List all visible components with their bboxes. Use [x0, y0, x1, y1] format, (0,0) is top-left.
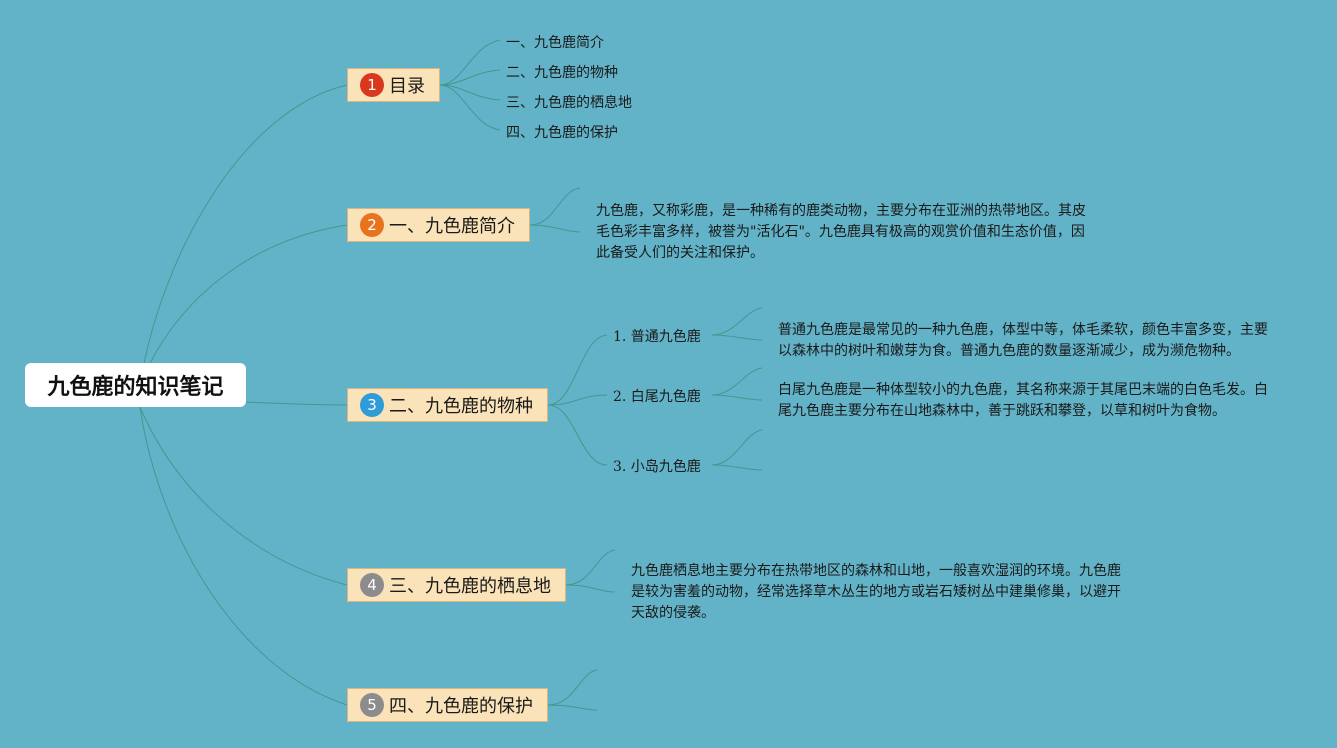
- branch-label: 二、九色鹿的物种: [389, 396, 533, 417]
- branch-habitat[interactable]: 4 三、九色鹿的栖息地: [347, 568, 566, 602]
- species-item[interactable]: 2. 白尾九色鹿: [613, 389, 701, 405]
- connector-protection-b: [547, 704, 598, 711]
- connector-species-3-desc-a: [711, 429, 763, 466]
- branch-protection[interactable]: 5 四、九色鹿的保护: [347, 688, 548, 722]
- connector-root-to-habitat: [139, 406, 348, 586]
- connector-toc-1: [439, 39, 501, 86]
- species-description[interactable]: 普通九色鹿是最常见的一种九色鹿，体型中等，体毛柔软，颜色丰富多变，主要以森林中的…: [778, 322, 1268, 359]
- root-node[interactable]: 九色鹿的知识笔记: [25, 363, 246, 407]
- species-item[interactable]: 1. 普通九色鹿: [613, 329, 701, 345]
- branch-label: 三、九色鹿的栖息地: [389, 576, 551, 597]
- toc-item[interactable]: 三、九色鹿的栖息地: [506, 95, 632, 111]
- connector-species-1-desc-a: [711, 307, 763, 336]
- connector-intro-text-b: [529, 224, 581, 233]
- connector-protection-a: [547, 669, 598, 706]
- connector-habitat-text-a: [565, 549, 616, 586]
- root-title: 九色鹿的知识笔记: [47, 375, 224, 400]
- toc-item[interactable]: 二、九色鹿的物种: [506, 65, 618, 81]
- connector-species-1-desc-b: [711, 334, 763, 341]
- connector-habitat-text-b: [565, 584, 616, 593]
- connector-species-1: [547, 334, 608, 406]
- branch-label: 目录: [389, 76, 425, 97]
- connector-intro-text-a: [529, 187, 581, 226]
- connector-species-2: [547, 394, 608, 406]
- connector-species-2-desc-a: [711, 367, 763, 396]
- connector-species-3: [547, 404, 608, 466]
- toc-item[interactable]: 一、九色鹿简介: [506, 35, 604, 51]
- connector-toc-4: [439, 84, 501, 131]
- branch-toc[interactable]: 1 目录: [347, 68, 440, 102]
- branch-species[interactable]: 3 二、九色鹿的物种: [347, 388, 548, 422]
- connector-species-3-desc-b: [711, 464, 763, 471]
- branch-label: 一、九色鹿简介: [389, 216, 515, 237]
- connector-root-to-toc: [139, 84, 348, 386]
- number-badge: 1: [360, 73, 384, 97]
- connector-toc-2: [439, 69, 501, 86]
- connector-root-to-species: [245, 401, 348, 406]
- number-badge: 2: [360, 213, 384, 237]
- habitat-text[interactable]: 九色鹿栖息地主要分布在热带地区的森林和山地，一般喜欢湿润的环境。九色鹿是较为害羞…: [631, 563, 1121, 621]
- species-item[interactable]: 3. 小岛九色鹿: [613, 459, 701, 475]
- species-description[interactable]: 白尾九色鹿是一种体型较小的九色鹿，其名称来源于其尾巴末端的白色毛发。白尾九色鹿主…: [778, 382, 1268, 419]
- number-badge: 3: [360, 393, 384, 417]
- number-badge: 5: [360, 693, 384, 717]
- connector-species-2-desc-b: [711, 394, 763, 401]
- intro-text[interactable]: 九色鹿，又称彩鹿，是一种稀有的鹿类动物，主要分布在亚洲的热带地区。其皮毛色彩丰富…: [596, 203, 1086, 261]
- branch-label: 四、九色鹿的保护: [389, 696, 533, 717]
- toc-item[interactable]: 四、九色鹿的保护: [506, 125, 618, 141]
- connector-root-to-protection: [139, 406, 348, 706]
- branch-intro[interactable]: 2 一、九色鹿简介: [347, 208, 530, 242]
- connector-root-to-intro: [139, 224, 348, 386]
- connector-toc-3: [439, 84, 501, 101]
- number-badge: 4: [360, 573, 384, 597]
